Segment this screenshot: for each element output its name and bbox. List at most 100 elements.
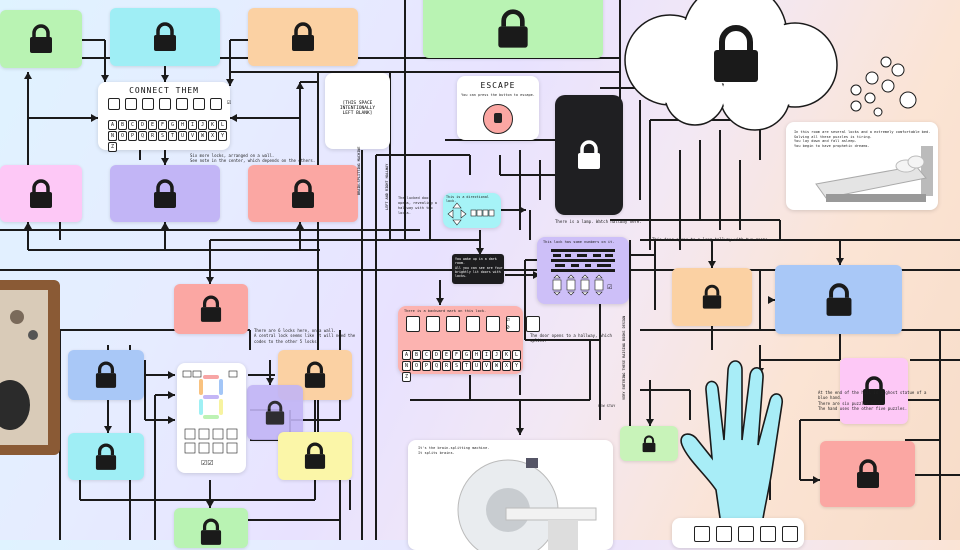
key-n[interactable]: N [402,361,411,371]
key-i[interactable]: I [482,350,491,360]
key-z[interactable]: Z [402,372,411,382]
key-y[interactable]: Y [512,361,521,371]
lock-box-green-bottom[interactable] [174,508,248,548]
key-z[interactable]: Z [108,142,117,152]
lock-box-cyan-top[interactable] [110,8,220,66]
key-b[interactable]: B [118,120,127,130]
key-u[interactable]: U [178,131,187,141]
key-r[interactable]: R [148,131,157,141]
key-r[interactable]: R [442,361,451,371]
direction-pad[interactable] [447,202,497,226]
key-a[interactable]: A [402,350,411,360]
lock-box-blue-right[interactable] [775,265,902,334]
key-q[interactable]: Q [432,361,441,371]
backward-controls[interactable]: ☑⊘ [506,316,510,331]
backward-lock[interactable]: There is a backward mark on this lock. ☑… [398,306,540,382]
key-s[interactable]: S [452,361,461,371]
backward-slots[interactable] [406,316,542,332]
lock-icon [291,178,315,209]
central-lock[interactable]: ☑☑ [177,363,246,473]
lock-box-green-topleft[interactable] [0,10,82,68]
lock-box-pink-right[interactable] [840,358,908,424]
connect-them-puzzle[interactable]: CONNECT THEM ☑ ABCDEFGHIJKLM NOPQRSTUVWX… [98,82,231,152]
lock-icon [304,361,326,389]
key-p[interactable]: P [128,131,137,141]
key-u[interactable]: U [472,361,481,371]
blue-hand-statue[interactable] [676,350,806,530]
key-h[interactable]: H [178,120,187,130]
lock-icon [29,24,53,54]
key-e[interactable]: E [442,350,451,360]
label-hallway: LEFT AND RIGHT HALLWAY [385,163,389,210]
lock-box-green-topcenter[interactable] [423,0,603,58]
lock-box-salmon-right[interactable] [820,441,915,507]
key-i[interactable]: I [188,120,197,130]
lock-box-lime-small[interactable] [620,426,678,461]
blank-panel: [THIS SPACE INTENTIONALLY LEFT BLANK] [325,73,390,149]
lock-box-purple-left[interactable] [110,165,220,222]
key-l[interactable]: L [512,350,521,360]
hand-code-panel[interactable] [672,518,804,548]
key-w[interactable]: W [198,131,207,141]
key-b[interactable]: B [412,350,421,360]
keyboard-row-1[interactable]: ABCDEFGHIJKLM [402,350,523,371]
key-j[interactable]: J [198,120,207,130]
key-c[interactable]: C [422,350,431,360]
key-t[interactable]: T [168,131,177,141]
key-f[interactable]: F [158,120,167,130]
key-c[interactable]: C [128,120,137,130]
number-lock[interactable]: This lock has some numbers on it. ☑ [537,237,629,304]
lock-box-cyan-bottomleft[interactable] [68,433,144,480]
key-v[interactable]: V [482,361,491,371]
key-o[interactable]: O [118,131,127,141]
key-x[interactable]: X [208,131,217,141]
lock-box-salmon-mid[interactable] [174,284,248,334]
key-g[interactable]: G [168,120,177,130]
escape-title: ESCAPE [480,81,516,90]
key-x[interactable]: X [502,361,511,371]
lock-box-salmon-left[interactable] [248,165,358,222]
lock-icon [153,178,177,209]
connect-slots[interactable]: ☑ [108,98,231,110]
key-j[interactable]: J [492,350,501,360]
lock-box-blue-left[interactable] [68,350,144,400]
key-w[interactable]: W [492,361,501,371]
key-g[interactable]: G [462,350,471,360]
key-l[interactable]: L [218,120,227,130]
lock-box-purple-center[interactable] [247,385,303,440]
lock-box-orange-top[interactable] [248,8,358,66]
key-k[interactable]: K [208,120,217,130]
key-f[interactable]: F [452,350,461,360]
backward-caption: There is a backward mark on this lock. [404,309,487,313]
key-n[interactable]: N [108,131,117,141]
submit-check-icon[interactable]: ☑ [227,98,232,106]
escape-button[interactable] [483,104,513,134]
segment-display[interactable]: ☑☑ [181,369,241,469]
escape-text: You can press the button to escape. [461,93,535,97]
lock-box-orange-right[interactable] [672,268,752,326]
key-y[interactable]: Y [218,131,227,141]
key-q[interactable]: Q [138,131,147,141]
lock-box-yellow[interactable] [278,432,352,480]
key-t[interactable]: T [462,361,471,371]
key-h[interactable]: H [472,350,481,360]
lock-box-pink-left[interactable] [0,165,82,222]
key-d[interactable]: D [138,120,147,130]
lock-icon [577,140,601,170]
key-o[interactable]: O [412,361,421,371]
key-a[interactable]: A [108,120,117,130]
key-d[interactable]: D [432,350,441,360]
lock-box-dark-center[interactable] [555,95,623,215]
dream-cloud[interactable] [615,0,845,140]
key-e[interactable]: E [148,120,157,130]
directional-lock[interactable]: This is a directional lock. [443,193,501,228]
escape-panel[interactable]: ESCAPE You can press the button to escap… [457,76,539,140]
bed-image [815,146,933,202]
key-s[interactable]: S [158,131,167,141]
number-display[interactable]: ☑ [551,247,615,301]
key-k[interactable]: K [502,350,511,360]
key-v[interactable]: V [188,131,197,141]
key-p[interactable]: P [422,361,431,371]
